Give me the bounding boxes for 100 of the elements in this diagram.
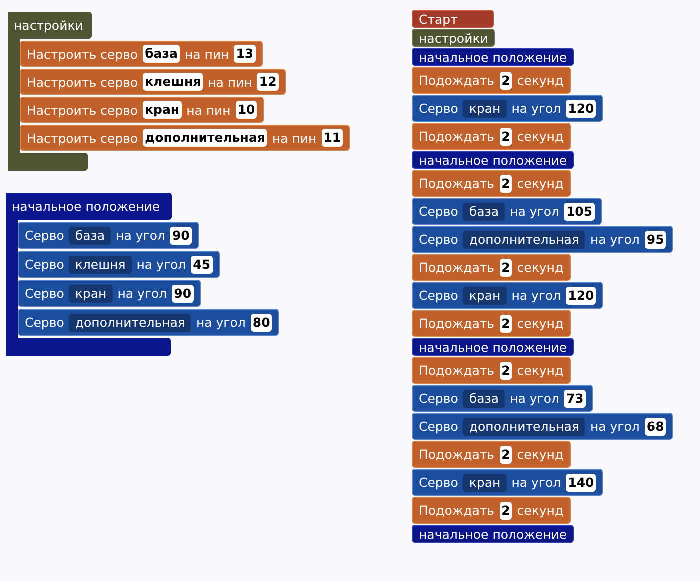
command-block [412,497,571,524]
input-field: 90 [170,226,192,244]
input-field: 80 [250,314,272,332]
input-field: 90 [172,284,194,302]
input-field: 13 [234,45,256,63]
input-field: 68 [644,418,666,436]
block-label: секунд [517,73,564,88]
command-block [412,170,571,197]
command-block [412,226,674,253]
command-block [412,338,574,356]
block-label: Подождать [419,260,495,275]
command-block [20,69,286,95]
input-field: 140 [566,474,596,492]
block-label: секунд [517,176,564,191]
input-field: 2 [500,72,512,90]
command-block [412,310,571,337]
input-field: база [143,45,180,63]
input-field: 2 [500,502,512,520]
command-block [412,67,571,94]
input-field: клешня [143,73,204,91]
input-field: кран [143,101,182,119]
input-field: 45 [191,256,213,274]
command-block [412,282,604,309]
dropdown-field: база [463,390,506,408]
command-block [412,254,571,281]
block-label: Серво [419,288,458,303]
command-block [412,48,574,66]
block-label: на угол [196,315,246,330]
command-block [412,413,674,440]
input-field: 105 [564,202,595,220]
block-label: Серво [419,419,458,434]
block-label: Старт [419,12,458,26]
input-field: 95 [644,230,666,248]
block-label: секунд [517,316,564,331]
block-label: Подождать [419,447,495,462]
dropdown-field: кран [463,100,507,118]
command-block [412,95,604,122]
block-label: на угол [590,419,640,434]
command-block [412,198,602,225]
command-block [20,125,350,151]
block-label: на угол [512,288,562,303]
block-label: Серво [419,391,458,406]
command-block [412,151,574,169]
block-label: Подождать [419,316,495,331]
block-label: секунд [517,503,564,518]
block-label: Подождать [419,176,495,191]
block-label: секунд [517,363,564,378]
block-label: секунд [517,260,564,275]
block-label: на угол [512,101,562,116]
block-label: Подождать [419,363,495,378]
command-block [412,385,593,412]
block-label: на пин [208,74,252,90]
input-field: 10 [236,101,258,119]
dropdown-field: база [463,202,506,220]
block-label: Серво [419,204,458,219]
input-field: 2 [500,174,512,192]
block-label: Подождать [419,129,495,144]
input-field: 11 [322,129,344,147]
input-field: 73 [564,390,586,408]
input-field: 2 [500,362,512,380]
block-label: настройки [419,30,488,46]
block-label: Подождать [419,503,495,518]
command-block [412,29,496,47]
input-field: 12 [257,73,279,91]
block-label: на пин [184,46,230,62]
input-field: 2 [500,446,512,464]
input-field: 2 [500,258,512,276]
block-label: начальное положение [419,152,568,168]
command-block [412,441,571,468]
command-block [412,123,571,150]
command-block [412,469,604,496]
input-field: 120 [566,286,596,304]
dropdown-field: кран [463,286,507,304]
command-block [412,357,571,384]
command-block [20,97,264,123]
block-label: Серво [419,101,458,116]
block-label: на угол [512,475,562,490]
block-label: секунд [517,129,564,144]
dropdown-field: дополнительная [463,230,586,248]
dropdown-field: кран [463,474,507,492]
input-field: 2 [500,128,512,146]
block-label: начальное положение [419,526,568,542]
input-field: дополнительная [143,129,268,147]
command-block [412,10,494,28]
command-block [20,41,263,67]
block-label: начальное положение [419,50,568,64]
block-label: на пин [272,130,317,146]
block-label: на пин [186,102,231,118]
block-label: на угол [510,204,560,219]
block-label: на угол [510,391,560,406]
input-field: 2 [500,314,512,332]
command-block [412,525,574,543]
block-label: Серво [419,232,458,247]
block-label: секунд [517,447,564,462]
input-field: 120 [566,100,596,118]
block-label: начальное положение [419,340,568,354]
dropdown-field: дополнительная [463,418,586,436]
block-label: Подождать [419,73,495,88]
block-label: Серво [419,475,458,490]
block-label: на угол [590,232,640,247]
